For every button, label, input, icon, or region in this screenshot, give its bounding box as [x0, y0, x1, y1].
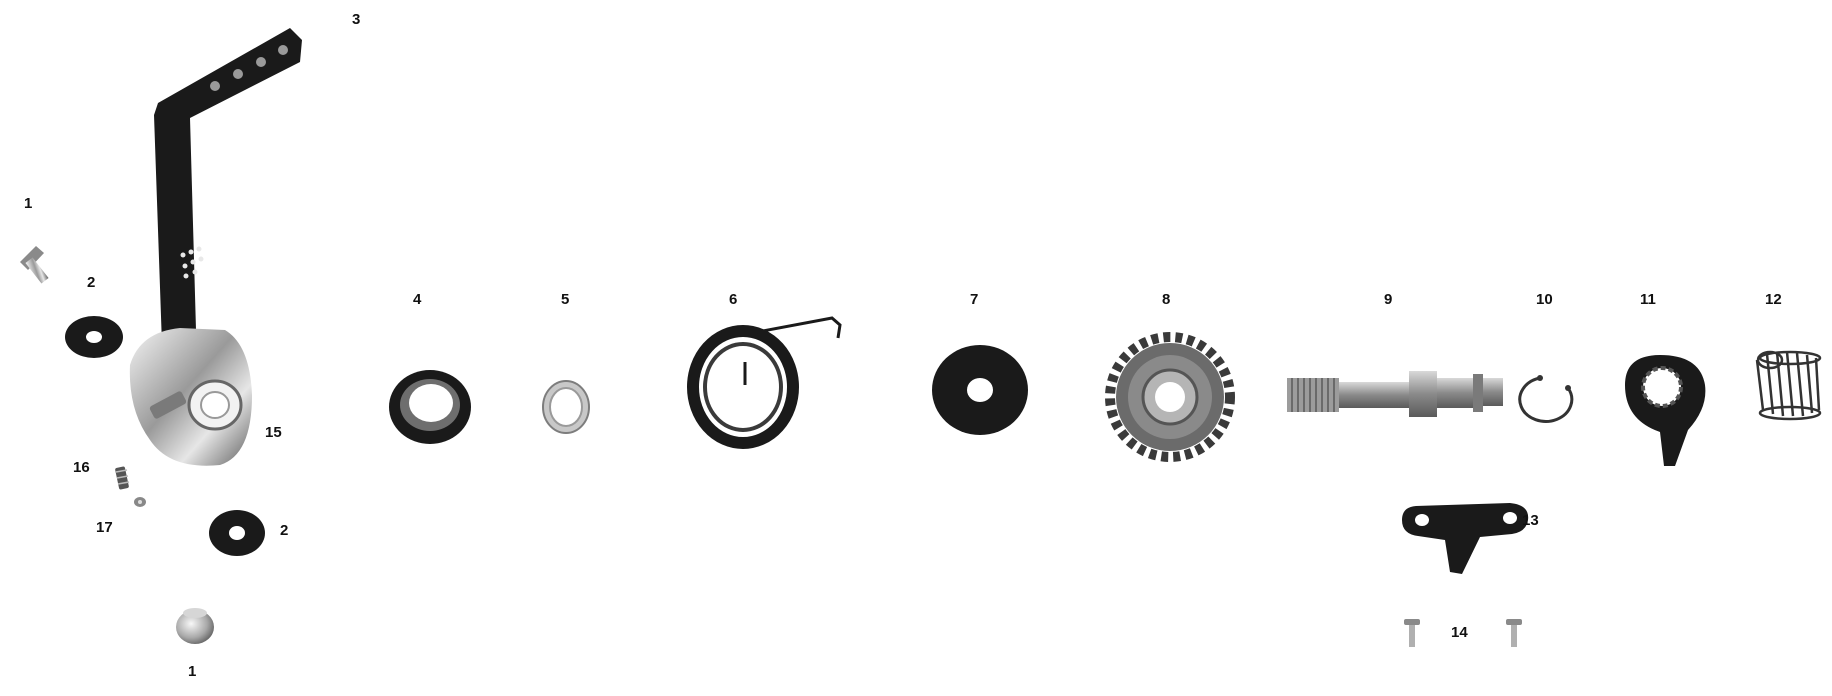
ratchet-part-11: [1625, 355, 1705, 466]
callout-16: 16: [73, 460, 90, 475]
callout-4: 4: [413, 292, 421, 307]
washer-part-2-upper: [65, 316, 123, 358]
kick-lever-arm: [154, 28, 302, 345]
lever-boss-clamp: [130, 328, 252, 466]
thrust-washer-part-7: [932, 345, 1028, 435]
callout-9: 9: [1384, 292, 1392, 307]
bushing-ring-part-5: [543, 381, 589, 433]
ratchet-guide-part-13: [1402, 503, 1528, 574]
small-nut-part-17: [134, 497, 146, 507]
callout-3: 3: [352, 12, 360, 27]
callout-7: 7: [970, 292, 978, 307]
callout-15: 15: [265, 425, 282, 440]
acorn-nut-part-1: [176, 608, 214, 644]
callout-10: 10: [1536, 292, 1553, 307]
callout-2-upper: 2: [87, 275, 95, 290]
oil-seal-part-4: [389, 370, 471, 444]
kick-gear-part-8: [1110, 337, 1230, 457]
circlip-part-10: [1520, 375, 1572, 421]
callout-2-lower: 2: [280, 523, 288, 538]
callout-8: 8: [1162, 292, 1170, 307]
callout-1-bottom: 1: [188, 664, 196, 679]
callout-14: 14: [1451, 625, 1468, 640]
ratchet-spring-part-12: [1757, 352, 1820, 419]
callout-17: 17: [96, 520, 113, 535]
washer-part-2-lower: [209, 510, 265, 556]
return-spring-part-6: [693, 318, 840, 443]
bolt-part-1: [20, 246, 49, 283]
kick-shaft-part-9: [1287, 371, 1503, 417]
callout-13: 13: [1522, 513, 1539, 528]
callout-12: 12: [1765, 292, 1782, 307]
set-screw-part-16: [115, 466, 129, 490]
callout-1-top: 1: [24, 196, 32, 211]
callout-6: 6: [729, 292, 737, 307]
callout-11: 11: [1640, 292, 1656, 307]
callout-5: 5: [561, 292, 569, 307]
